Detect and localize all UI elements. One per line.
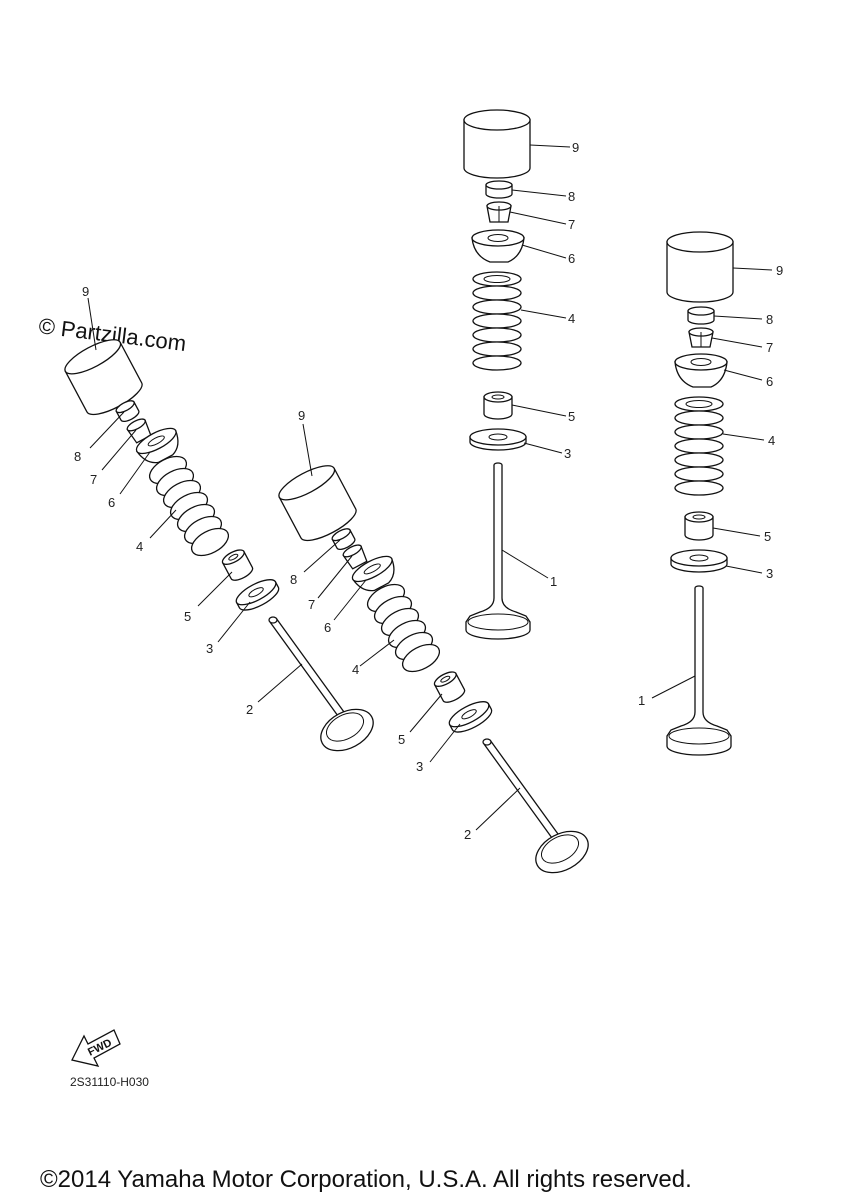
spring-seat-3 bbox=[670, 549, 728, 573]
spring-seat-3 bbox=[235, 579, 280, 611]
valve-pad-8 bbox=[687, 306, 715, 325]
valve-cotter-7 bbox=[486, 201, 512, 223]
exhaust-valve-2 bbox=[268, 616, 374, 752]
callout-9: 9 bbox=[572, 140, 579, 155]
callout-9: 9 bbox=[776, 263, 783, 278]
callout-3: 3 bbox=[206, 641, 213, 656]
callout-6: 6 bbox=[766, 374, 773, 389]
callout-4: 4 bbox=[136, 539, 143, 554]
callout-2: 2 bbox=[464, 827, 471, 842]
callout-4: 4 bbox=[352, 662, 359, 677]
spring-seat-3 bbox=[448, 701, 493, 733]
valve-spring-4 bbox=[366, 583, 441, 673]
callout-8: 8 bbox=[568, 189, 575, 204]
spring-seat-3 bbox=[469, 428, 527, 451]
callout-3: 3 bbox=[416, 759, 423, 774]
callout-7: 7 bbox=[568, 217, 575, 232]
callout-5: 5 bbox=[764, 529, 771, 544]
valve-spring-4 bbox=[148, 455, 230, 557]
callout-7: 7 bbox=[90, 472, 97, 487]
callout-6: 6 bbox=[324, 620, 331, 635]
callout-7: 7 bbox=[308, 597, 315, 612]
valve-pad-8 bbox=[115, 400, 140, 423]
callout-6: 6 bbox=[568, 251, 575, 266]
spring-retainer-6 bbox=[471, 229, 525, 263]
callout-4: 4 bbox=[768, 433, 775, 448]
assembly-center-vertical: 9 8 7 6 4 5 3 1 bbox=[463, 109, 579, 640]
valve-stem-seal-5 bbox=[684, 511, 714, 541]
assembly-right-vertical: 9 8 7 6 4 5 3 1 bbox=[638, 231, 783, 756]
callout-1: 1 bbox=[638, 693, 645, 708]
callout-8: 8 bbox=[74, 449, 81, 464]
exhaust-valve-2 bbox=[482, 738, 589, 874]
valve-cotter-7 bbox=[342, 544, 368, 570]
callout-4: 4 bbox=[568, 311, 575, 326]
valve-spring-4 bbox=[674, 396, 724, 496]
fwd-arrow-icon: FWD bbox=[71, 1029, 121, 1067]
valve-lifter-9 bbox=[463, 109, 531, 179]
copyright-footer: ©2014 Yamaha Motor Corporation, U.S.A. A… bbox=[40, 1166, 692, 1193]
callout-1: 1 bbox=[550, 574, 557, 589]
valve-pad-8 bbox=[331, 528, 356, 551]
callout-5: 5 bbox=[184, 609, 191, 624]
assembly-left-diagonal: 9 8 7 6 4 5 3 2 bbox=[64, 284, 374, 752]
callout-6: 6 bbox=[108, 495, 115, 510]
diagram-code: 2S31110-H030 bbox=[70, 1075, 149, 1089]
valve-cotter-7 bbox=[688, 327, 714, 348]
callout-9: 9 bbox=[82, 284, 89, 299]
callout-3: 3 bbox=[564, 446, 571, 461]
callout-5: 5 bbox=[398, 732, 405, 747]
callout-8: 8 bbox=[766, 312, 773, 327]
callout-8: 8 bbox=[290, 572, 297, 587]
valve-stem-seal-5 bbox=[433, 671, 466, 703]
intake-valve-1 bbox=[666, 585, 732, 756]
valve-lifter-9 bbox=[666, 231, 734, 303]
spring-retainer-6 bbox=[674, 353, 728, 388]
spring-retainer-6 bbox=[351, 555, 395, 592]
valve-cotter-7 bbox=[126, 418, 152, 444]
callout-7: 7 bbox=[766, 340, 773, 355]
callout-3: 3 bbox=[766, 566, 773, 581]
spring-retainer-6 bbox=[135, 427, 179, 464]
valve-spring-4 bbox=[472, 271, 522, 371]
callout-2: 2 bbox=[246, 702, 253, 717]
assembly-center-diagonal: 9 8 7 6 4 5 3 2 bbox=[278, 408, 589, 874]
callout-5: 5 bbox=[568, 409, 575, 424]
valve-stem-seal-5 bbox=[483, 391, 513, 420]
valve-lifter-9 bbox=[278, 465, 357, 542]
callout-9: 9 bbox=[298, 408, 305, 423]
intake-valve-1 bbox=[465, 462, 531, 640]
valve-stem-seal-5 bbox=[221, 549, 254, 581]
valve-pad-8 bbox=[485, 180, 513, 199]
